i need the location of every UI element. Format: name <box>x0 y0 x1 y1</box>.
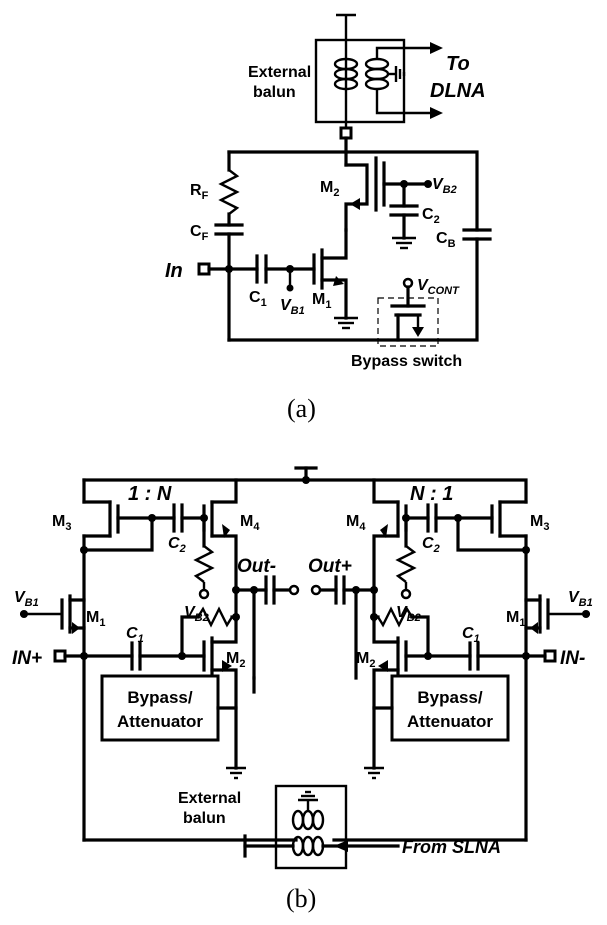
m4-left-label: M4 <box>240 513 260 533</box>
c2-left-label: C2 <box>168 535 186 555</box>
rf-label: RF <box>190 182 209 202</box>
c1-label-a: C1 <box>249 289 267 309</box>
ground-m1-a <box>334 316 358 330</box>
vb1-left-label: VB1 <box>14 589 39 609</box>
vb1-label-a: VB1 <box>280 297 305 317</box>
m1-transistor-a <box>312 228 348 320</box>
bypass-right-line1: Bypass/ <box>417 688 482 707</box>
to-dlna-arrow-top <box>430 42 443 54</box>
balun-secondary-coil-a <box>364 57 390 91</box>
in-label: In <box>165 260 183 282</box>
vb2-resistor-right <box>395 545 417 583</box>
m3-right-label: M3 <box>530 513 549 533</box>
vb2-left-label: VB2 <box>184 604 209 624</box>
external-balun-label-a-line2: balun <box>253 84 296 101</box>
bypass-attenuator-right <box>390 674 510 742</box>
bypass-left-line2: Attenuator <box>117 712 203 731</box>
panel-a-schematic <box>197 13 492 347</box>
bypass-attenuator-left <box>100 674 220 742</box>
external-balun-b <box>82 784 528 870</box>
feedback-resistor-right <box>376 606 414 628</box>
to-dlna-label-line1: To <box>446 53 470 75</box>
out-minus-label: Out- <box>237 556 276 577</box>
balun-center-ground-a <box>388 66 406 82</box>
c2-right-label: C2 <box>422 535 440 555</box>
m2-label-a: M2 <box>320 179 339 199</box>
bypass-left-line1: Bypass/ <box>127 688 192 707</box>
m1-right-label: M1 <box>506 609 525 629</box>
in-plus-label: IN+ <box>12 648 42 669</box>
out-plus-label: Out+ <box>308 556 352 577</box>
to-dlna-arrow-bottom <box>430 107 443 119</box>
external-balun-b-line2: balun <box>183 810 226 827</box>
panel-a-labels: External balun To DLNA RF CF M2 VB2 C2 C… <box>165 53 486 423</box>
m2-right-label: M2 <box>356 650 375 670</box>
bypass-right-line2: Attenuator <box>407 712 493 731</box>
m1-left-label: M1 <box>86 609 105 629</box>
in-minus-label: IN- <box>560 648 585 669</box>
right-half-circuit <box>310 478 590 842</box>
vb2-label-a: VB2 <box>432 176 457 196</box>
supply-rail-b <box>82 478 528 504</box>
vb2-right-label: VB2 <box>396 604 421 624</box>
left-half-circuit <box>20 478 300 842</box>
panel-b-schematic <box>20 466 590 870</box>
vcont-label: VCONT <box>417 277 460 297</box>
cf-label: CF <box>190 223 209 243</box>
m2-transistor-a <box>344 150 432 232</box>
panel-b-labels: 1 : N N : 1 M3 M4 M4 M3 C2 C2 VB2 VB2 Ou… <box>12 483 593 913</box>
from-slna-arrow <box>334 840 348 852</box>
from-slna-label: From SLNA <box>402 837 501 857</box>
external-balun-label-a-line1: External <box>248 64 311 81</box>
vb2-resistor-left <box>193 545 215 583</box>
external-balun-b-line1: External <box>178 790 241 807</box>
c2-label-a: C2 <box>422 206 440 226</box>
m3-left-label: M3 <box>52 513 71 533</box>
m1-label-a: M1 <box>312 291 331 311</box>
cb-label: CB <box>436 230 456 250</box>
feedback-resistor-left <box>196 606 234 628</box>
bypass-switch-label: Bypass switch <box>351 353 462 370</box>
balun-upper-coil-b <box>291 809 325 831</box>
rf-resistor <box>218 169 240 215</box>
ground-c2-a <box>392 236 416 250</box>
ratio-left-label: 1 : N <box>128 483 172 505</box>
ratio-right-label: N : 1 <box>410 483 453 505</box>
c1-left-label: C1 <box>126 625 144 645</box>
caption-b: (b) <box>286 884 316 913</box>
m2-left-label: M2 <box>226 650 245 670</box>
to-dlna-label-line2: DLNA <box>430 80 486 102</box>
external-balun-box-a <box>314 38 406 124</box>
c1-right-label: C1 <box>462 625 480 645</box>
balun-primary-coil-a <box>333 57 359 91</box>
caption-a: (a) <box>287 394 316 423</box>
m4-right-label: M4 <box>346 513 366 533</box>
vb1-right-label: VB1 <box>568 589 593 609</box>
